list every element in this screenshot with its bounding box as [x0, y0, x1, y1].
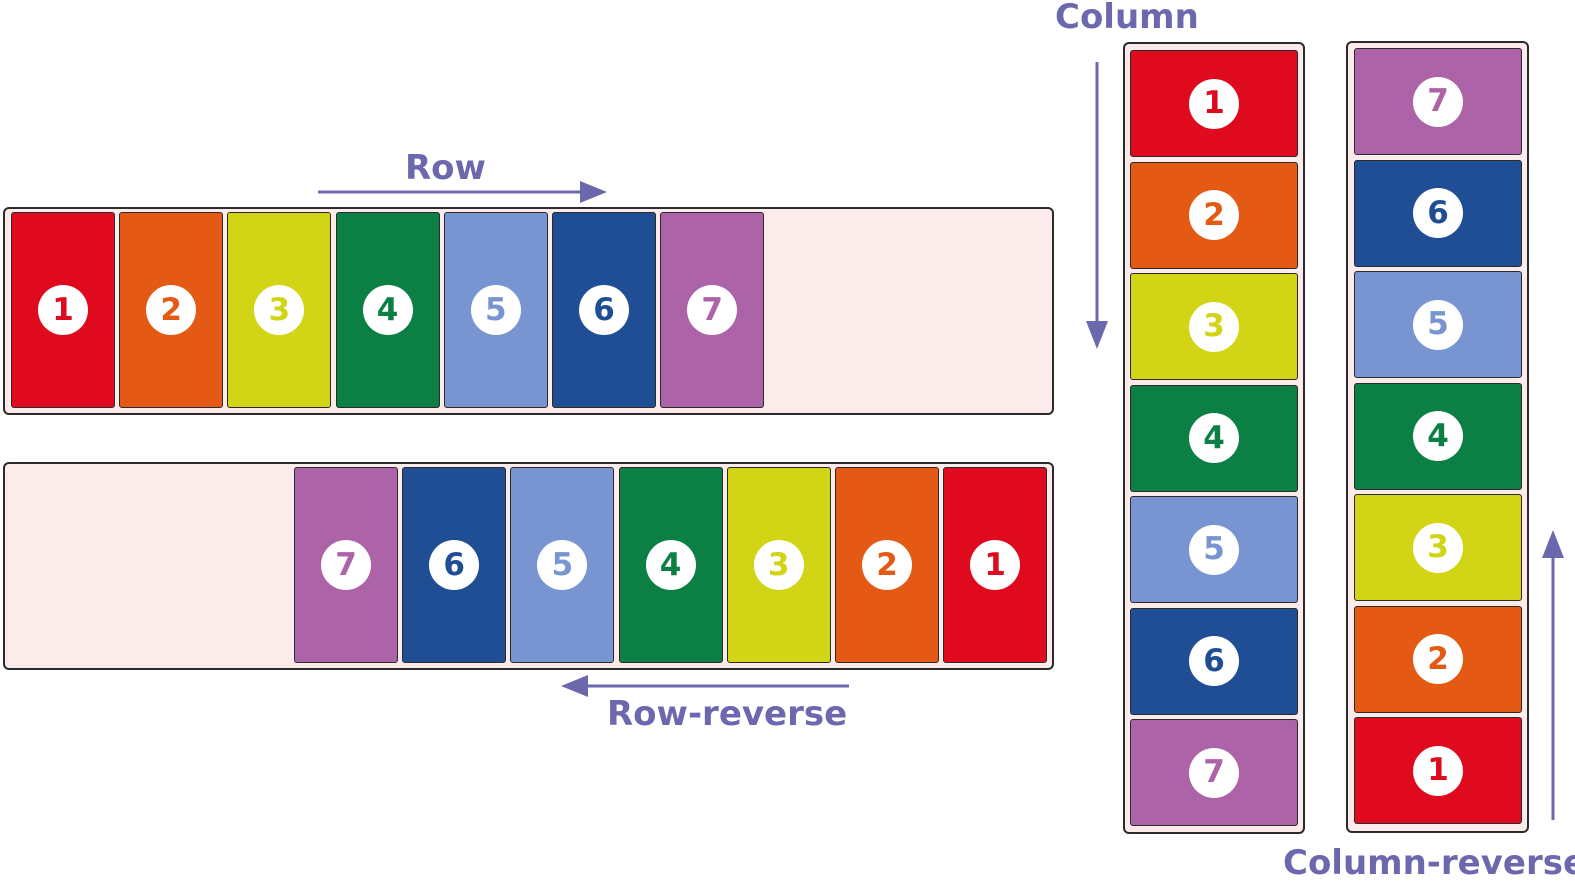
flex-item: 6 — [1354, 159, 1522, 267]
flex-item: 4 — [618, 467, 723, 663]
row-reverse-arrow — [561, 675, 849, 697]
item-number-badge: 5 — [470, 285, 521, 335]
item-number-badge: 2 — [1413, 634, 1463, 684]
flex-item: 1 — [1130, 50, 1298, 157]
row-container: 1 2 3 4 5 6 7 — [3, 207, 1054, 415]
item-number-badge: 2 — [146, 285, 197, 335]
item-number-badge: 7 — [687, 285, 738, 335]
item-number-badge: 6 — [1413, 188, 1463, 238]
flex-item: 7 — [1354, 48, 1522, 155]
row-label: Row — [405, 148, 486, 188]
item-number-badge: 1 — [1413, 745, 1463, 796]
flex-item: 7 — [1130, 719, 1298, 826]
flex-item: 2 — [119, 212, 224, 408]
column-reverse-arrow — [1542, 530, 1564, 820]
item-number-badge: 3 — [254, 285, 305, 335]
item-number-badge: 4 — [362, 285, 413, 335]
item-number-badge: 3 — [1413, 522, 1463, 573]
item-number-badge: 2 — [1189, 190, 1239, 240]
flex-item: 6 — [1130, 607, 1298, 715]
item-number-badge: 5 — [537, 540, 588, 590]
item-number-badge: 6 — [429, 540, 480, 590]
flex-item: 6 — [552, 212, 656, 408]
flex-item: 2 — [1354, 605, 1522, 713]
flex-item: 5 — [1354, 271, 1522, 378]
column-label: Column — [1055, 0, 1199, 37]
flex-item: 3 — [1354, 494, 1522, 601]
flex-item: 1 — [11, 212, 115, 408]
flex-item: 5 — [1130, 496, 1298, 603]
flex-item: 3 — [726, 467, 831, 663]
flex-item: 4 — [335, 212, 440, 408]
row-arrow — [318, 181, 607, 203]
item-number-badge: 3 — [1189, 301, 1239, 352]
item-number-badge: 3 — [753, 540, 804, 590]
item-number-badge: 1 — [38, 285, 88, 335]
flex-item: 3 — [1130, 273, 1298, 380]
flex-item: 5 — [510, 467, 615, 663]
column-arrow — [1086, 62, 1108, 349]
item-number-badge: 7 — [1413, 76, 1463, 127]
flex-item: 4 — [1354, 382, 1522, 490]
item-number-badge: 5 — [1189, 524, 1239, 575]
item-number-badge: 7 — [1189, 747, 1239, 798]
flex-item: 1 — [943, 467, 1048, 663]
row-reverse-label: Row-reverse — [607, 694, 848, 734]
item-number-badge: 6 — [1189, 636, 1239, 686]
flex-item: 2 — [1130, 161, 1298, 269]
column-reverse-container: 7 6 5 4 3 2 1 — [1346, 41, 1529, 833]
item-number-badge: 5 — [1413, 299, 1463, 350]
item-number-badge: 1 — [970, 540, 1021, 590]
flex-item: 6 — [402, 467, 507, 663]
flex-item: 7 — [660, 212, 765, 408]
flex-item: 2 — [835, 467, 939, 663]
flex-item: 5 — [443, 212, 548, 408]
item-number-badge: 2 — [862, 540, 912, 590]
item-number-badge: 4 — [1189, 413, 1239, 463]
item-number-badge: 4 — [645, 540, 696, 590]
flex-item: 3 — [227, 212, 332, 408]
flex-item: 1 — [1354, 717, 1522, 824]
row-reverse-container: 7 6 5 4 3 2 1 — [3, 462, 1054, 670]
flex-item: 4 — [1130, 384, 1298, 492]
item-number-badge: 7 — [321, 540, 371, 590]
flex-item: 7 — [294, 467, 398, 663]
item-number-badge: 6 — [579, 285, 629, 335]
item-number-badge: 4 — [1413, 411, 1463, 461]
column-container: 1 2 3 4 5 6 7 — [1123, 42, 1305, 834]
column-reverse-label: Column-reverse — [1283, 843, 1575, 883]
item-number-badge: 1 — [1189, 78, 1239, 129]
